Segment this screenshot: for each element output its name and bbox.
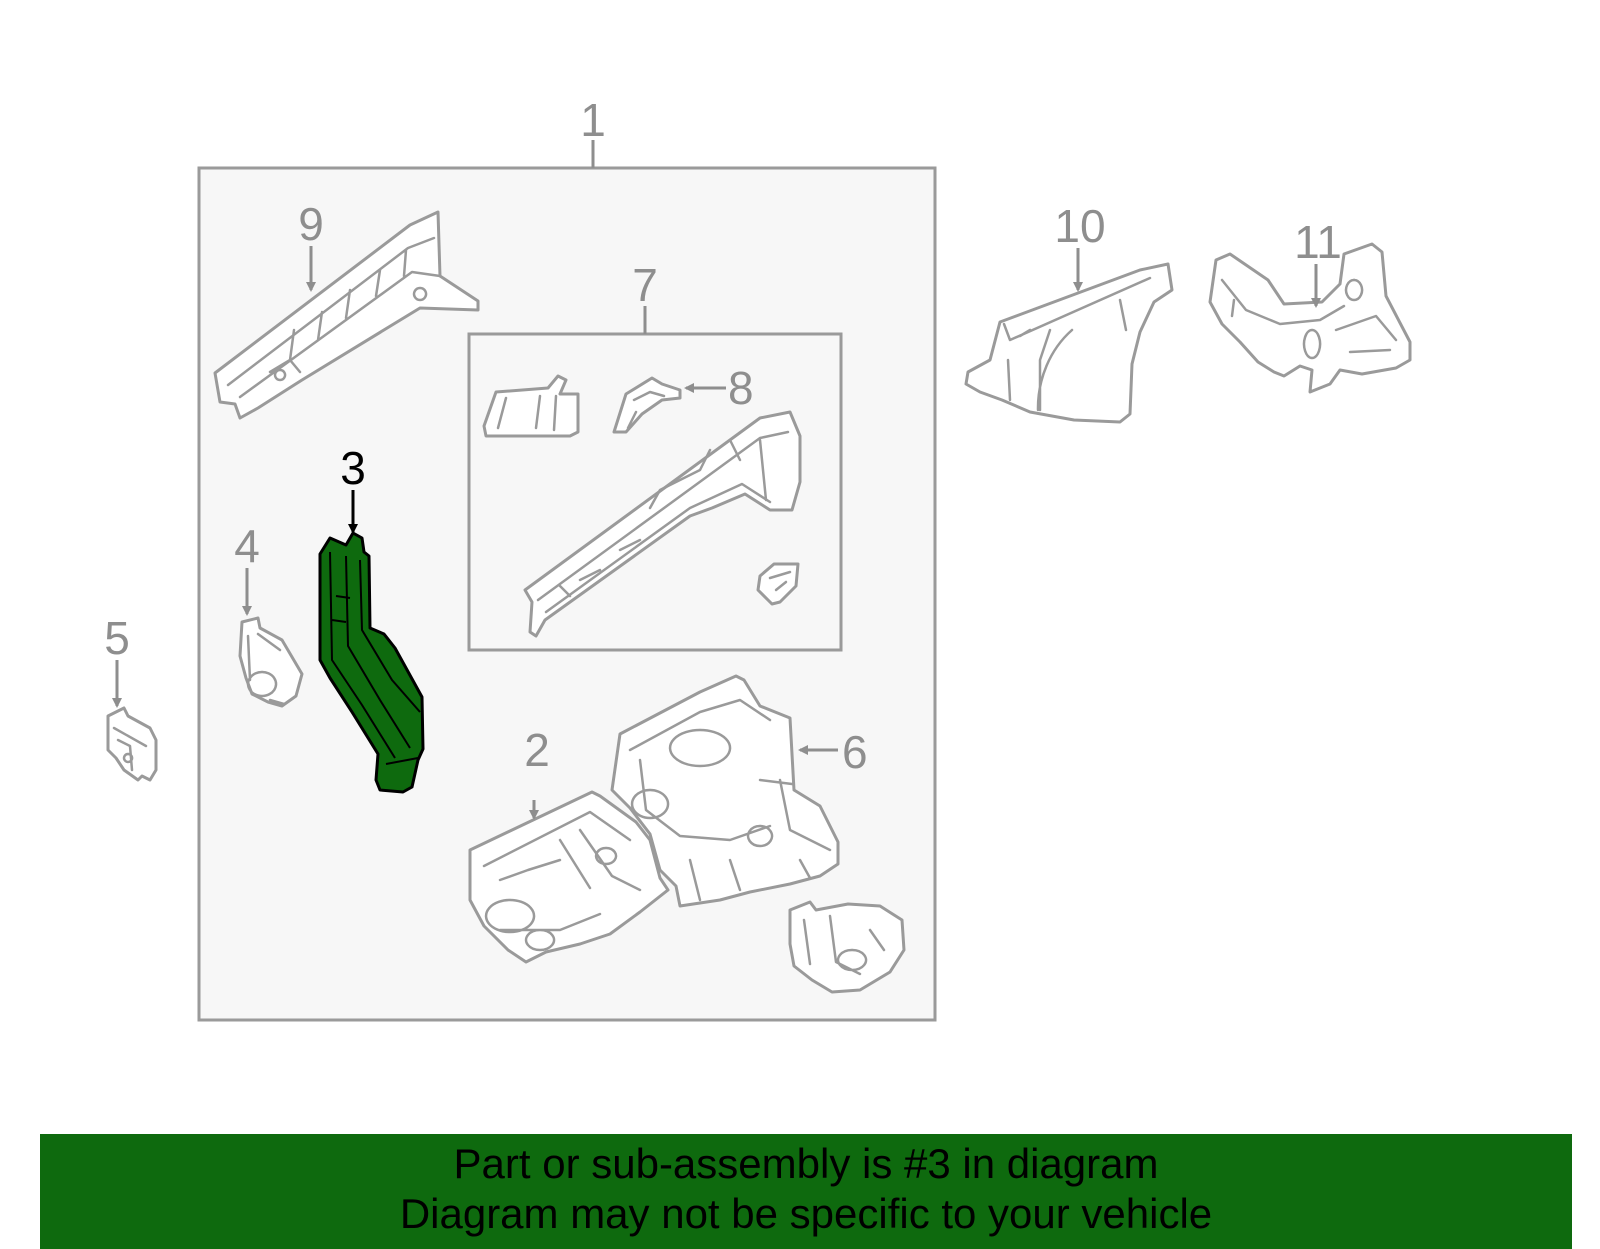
callout-3[interactable]: 3 [340, 442, 366, 494]
callout-8[interactable]: 8 [728, 362, 754, 414]
callout-2[interactable]: 2 [524, 724, 550, 776]
part-2[interactable] [468, 790, 670, 964]
part-9[interactable] [213, 210, 480, 420]
banner-line-2: Diagram may not be specific to your vehi… [399, 1190, 1213, 1237]
part-6-bracket[interactable] [788, 900, 906, 994]
part-3-highlighted[interactable] [318, 531, 425, 794]
callout-10[interactable]: 10 [1054, 200, 1105, 252]
callout-11[interactable]: 11 [1294, 216, 1342, 268]
callout-9[interactable]: 9 [298, 198, 324, 250]
part-11[interactable] [1208, 242, 1412, 394]
part-4[interactable] [238, 616, 304, 708]
part-7-bracket-left[interactable] [482, 374, 580, 438]
part-3-detail [329, 551, 421, 765]
callout-6[interactable]: 6 [842, 726, 868, 778]
info-banner: Part or sub-assembly is #3 in diagram Di… [40, 1134, 1572, 1249]
part-7-rail[interactable] [523, 410, 802, 638]
part-5[interactable] [106, 706, 158, 782]
banner-line-1: Part or sub-assembly is #3 in diagram [453, 1140, 1159, 1187]
part-8[interactable] [612, 376, 682, 434]
callout-5[interactable]: 5 [104, 612, 130, 664]
part-6[interactable] [610, 674, 840, 908]
part-7-clip[interactable] [756, 562, 800, 606]
callout-1[interactable]: 1 [580, 94, 606, 146]
callout-4[interactable]: 4 [234, 520, 260, 572]
part-10[interactable] [964, 262, 1174, 424]
callout-7[interactable]: 7 [632, 259, 658, 311]
